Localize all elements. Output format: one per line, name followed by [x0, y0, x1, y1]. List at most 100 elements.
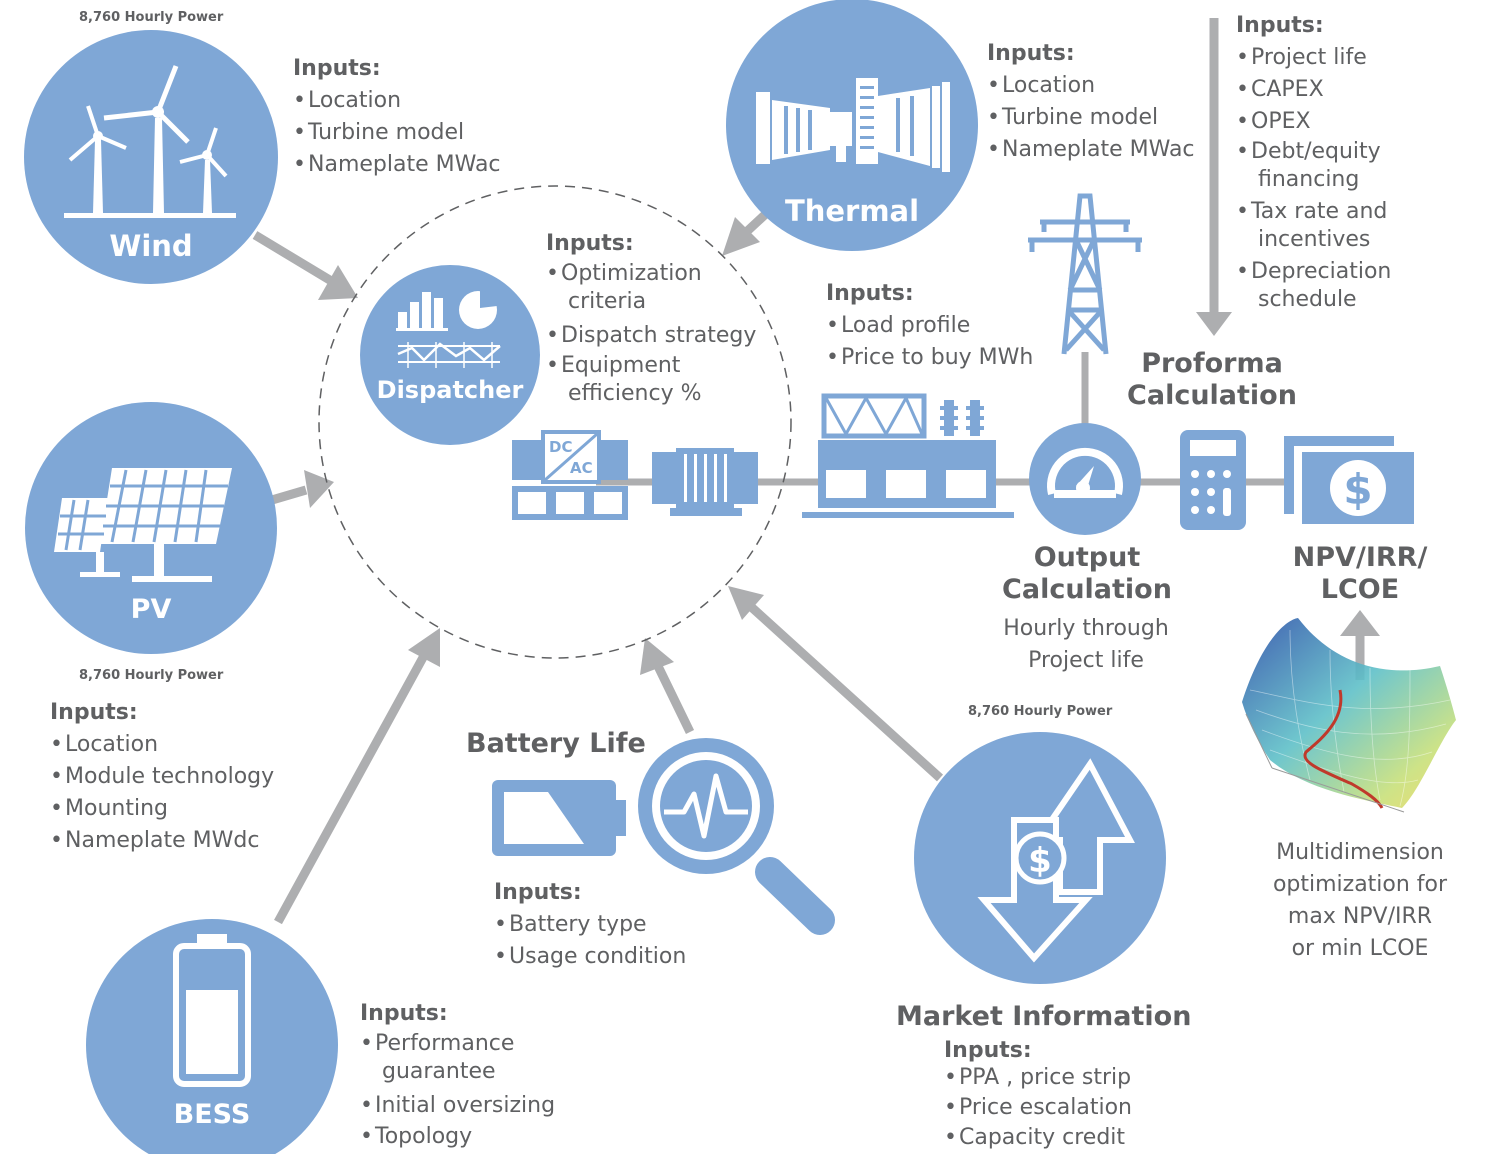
grid-inputs: Inputs: Load profile Price to buy MWh — [826, 281, 1033, 374]
bess-input-item: Initial oversizing — [360, 1090, 555, 1121]
proforma-input-item: Debt/equity financing — [1236, 138, 1391, 198]
pv-input-item: Mounting — [50, 793, 274, 825]
pv-arrowhead — [304, 470, 334, 508]
dispatcher-label: Dispatcher — [376, 376, 524, 404]
market-input-item: Capacity credit — [944, 1123, 1132, 1153]
inverter-ac-label: AC — [570, 459, 593, 477]
pv-inputs-heading: Inputs: — [50, 700, 138, 725]
npv-note: Multidimension optimization for max NPV/… — [1272, 840, 1448, 961]
market-power-label: 8,760 Hourly Power — [968, 704, 1113, 719]
thermal-turbine-icon — [756, 78, 950, 172]
bess-input-item: Performance guarantee — [360, 1030, 555, 1090]
proforma-input-item: Depreciation schedule — [1236, 258, 1391, 318]
market-input-item: PPA , price strip — [944, 1063, 1132, 1093]
pv-power-label: 8,760 Hourly Power — [79, 668, 224, 683]
pv-arrow-line — [270, 485, 308, 505]
magnifier-pulse-icon — [638, 738, 835, 935]
pv-input-item: Module technology — [50, 761, 274, 793]
market-arrows-icon: $ — [977, 758, 1135, 963]
proforma-arrowhead — [1196, 312, 1232, 336]
dispatcher-circle — [360, 265, 540, 445]
svg-text:$: $ — [1343, 465, 1372, 514]
wind-arrow-line — [252, 231, 341, 289]
market-arrow-line — [744, 600, 944, 782]
dispatcher-input-item: Equipment efficiency % — [546, 352, 756, 412]
thermal-input-item: Nameplate MWac — [987, 134, 1195, 166]
pv-inputs: Inputs: Location Module technology Mount… — [50, 700, 274, 857]
battery-life-inputs: Inputs: Battery type Usage condition — [494, 880, 686, 973]
dispatcher-chart-icon — [396, 290, 501, 368]
wind-inputs-heading: Inputs: — [293, 56, 381, 81]
money-icon: $ — [1284, 436, 1414, 524]
battery-icon — [173, 934, 251, 1087]
market-circle: $ — [914, 732, 1166, 984]
grid-input-item: Price to buy MWh — [826, 342, 1033, 374]
wind-turbine-icon — [64, 65, 236, 218]
proforma-input-item: OPEX — [1236, 106, 1391, 138]
dispatcher-input-item: Optimization criteria — [546, 260, 756, 320]
proforma-inputs-heading: Inputs: — [1236, 13, 1324, 38]
dispatcher-input-item: Dispatch strategy — [546, 320, 756, 352]
bess-arrow-line — [274, 649, 430, 925]
grid-inputs-heading: Inputs: — [826, 281, 914, 306]
output-note: Hourly through Project life — [1003, 616, 1169, 673]
calculator-icon — [1180, 430, 1246, 530]
output-gauge — [1029, 423, 1141, 535]
bess-inputs: Inputs: Performance guarantee Initial ov… — [360, 1001, 555, 1152]
bess-inputs-heading: Inputs: — [360, 1001, 448, 1026]
battery-life-input-item: Usage condition — [494, 941, 686, 973]
wind-label: Wind — [109, 229, 193, 263]
npv-title: NPV/IRR/ LCOE — [1292, 542, 1428, 605]
transmission-tower-icon — [1028, 193, 1142, 355]
proforma-input-item: CAPEX — [1236, 74, 1391, 106]
market-input-item: Price escalation — [944, 1093, 1132, 1123]
thermal-input-item: Turbine model — [987, 102, 1195, 134]
thermal-inputs-heading: Inputs: — [987, 41, 1075, 66]
wind-input-item: Location — [293, 85, 501, 117]
transformer-icon — [652, 448, 758, 516]
market-inputs: Inputs: PPA , price strip Price escalati… — [944, 1038, 1132, 1153]
output-title: Output Calculation — [1002, 542, 1172, 605]
battery-life-arrowhead — [640, 638, 674, 675]
gauge-icon — [1047, 447, 1123, 498]
battery-life-arrow-line — [651, 660, 695, 734]
pv-label: PV — [130, 594, 172, 625]
proforma-input-item: Project life — [1236, 42, 1391, 74]
pv-input-item: Location — [50, 729, 274, 761]
wind-input-item: Turbine model — [293, 117, 501, 149]
dispatch-boundary — [318, 185, 792, 659]
inverter-dc-label: DC — [549, 438, 573, 456]
thermal-input-item: Location — [987, 70, 1195, 102]
thermal-circle — [726, 0, 978, 251]
wind-arrowhead — [318, 265, 358, 300]
thermal-label: Thermal — [784, 194, 920, 228]
substation-icon — [802, 393, 1014, 518]
thermal-arrowhead — [722, 217, 760, 256]
dispatcher-inputs-heading: Inputs: — [546, 231, 634, 256]
grid-input-item: Load profile — [826, 310, 1033, 342]
optimization-surface-icon — [1242, 618, 1456, 813]
wind-inputs: Inputs: Location Turbine model Nameplate… — [293, 56, 501, 181]
proforma-title: Proforma Calculation — [1127, 348, 1297, 411]
bess-input-item: Topology — [360, 1121, 555, 1152]
bess-arrowhead — [408, 628, 440, 667]
battery-life-input-item: Battery type — [494, 909, 686, 941]
battery-life-title: Battery Life — [466, 728, 646, 759]
inverter-icon — [512, 430, 628, 520]
bess-circle — [86, 919, 338, 1154]
market-title: Market Information — [896, 1001, 1192, 1032]
market-arrowhead — [728, 586, 764, 620]
wind-power-label: 8,760 Hourly Power — [79, 10, 224, 25]
proforma-inputs: Inputs: Project life CAPEX OPEX Debt/equ… — [1236, 13, 1391, 318]
svg-text:$: $ — [1028, 841, 1052, 881]
bess-label: BESS — [173, 1099, 251, 1130]
pv-circle — [25, 402, 277, 654]
thermal-inputs: Inputs: Location Turbine model Nameplate… — [987, 41, 1195, 166]
dispatcher-inputs: Inputs: Optimization criteria Dispatch s… — [546, 231, 756, 412]
wind-circle — [24, 30, 278, 284]
battery-level-icon — [492, 780, 626, 856]
solar-panel-icon — [54, 468, 232, 582]
battery-life-inputs-heading: Inputs: — [494, 880, 582, 905]
market-inputs-heading: Inputs: — [944, 1038, 1032, 1063]
proforma-input-item: Tax rate and incentives — [1236, 198, 1391, 258]
